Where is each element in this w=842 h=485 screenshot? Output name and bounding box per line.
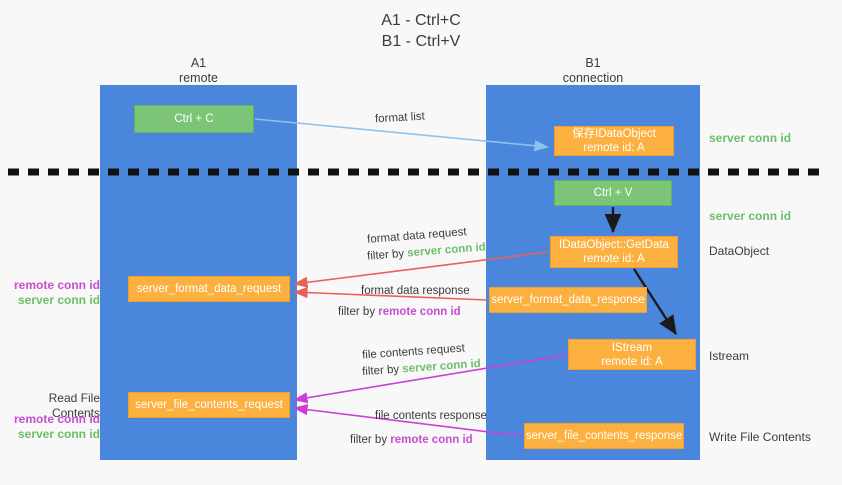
node-ctrl-c[interactable]: Ctrl + C — [134, 105, 254, 133]
label-server-conn-id: server conn id — [17, 427, 100, 441]
node-server-format-data-request[interactable]: server_format_data_request — [128, 276, 290, 302]
filter-key: remote conn id — [390, 434, 473, 446]
label-text: server conn id — [709, 209, 792, 223]
filter-key: remote conn id — [378, 306, 461, 318]
diagram-title: A1 - Ctrl+C B1 - Ctrl+V — [381, 12, 461, 50]
column-header-a1: A1 remote — [179, 56, 218, 85]
label-text: Read File Contents — [48, 391, 100, 420]
filter-key: server conn id — [401, 357, 482, 376]
label-left-conn-ids-bottom: remote conn id server conn id — [8, 412, 100, 442]
label-remote-conn-id: remote conn id — [13, 412, 100, 426]
node-istream[interactable]: IStream remote id: A — [568, 339, 696, 370]
annotation-format-data-response: format data response — [361, 285, 470, 297]
label-remote-conn-id: remote conn id — [13, 278, 100, 292]
annotation-file-contents-response: file contents response — [375, 410, 487, 422]
label-read-file-contents: Read File Contents — [6, 391, 100, 421]
filter-key: server conn id — [406, 241, 487, 260]
node-server-file-contents-response[interactable]: server_file_contents_response — [524, 423, 684, 449]
column-header-b1: B1 connection — [562, 56, 624, 85]
label-text: server conn id — [709, 131, 792, 145]
node-save-idataobject[interactable]: 保存IDataObject remote id: A — [554, 126, 674, 156]
label-dataobject: DataObject — [709, 244, 769, 259]
label-write-file-contents: Write File Contents — [709, 430, 811, 445]
node-server-file-contents-request[interactable]: server_file_contents_request — [128, 392, 290, 418]
node-server-format-data-response[interactable]: server_format_data_response — [489, 287, 647, 313]
label-right-server-conn-id-top: server conn id — [709, 131, 791, 146]
label-left-conn-ids-top: remote conn id server conn id — [8, 278, 100, 308]
node-idataobject-getdata[interactable]: IDataObject::GetData remote id: A — [550, 236, 678, 268]
label-istream: Istream — [709, 349, 749, 364]
annotation-file-contents-response-filter: filter by remote conn id — [350, 432, 473, 448]
node-ctrl-v[interactable]: Ctrl + V — [554, 180, 672, 206]
annotation-format-data-response-filter: filter by remote conn id — [338, 304, 461, 320]
filter-prefix: filter by — [366, 247, 408, 263]
label-text: Write File Contents — [709, 430, 811, 444]
annotation-format-list: format list — [374, 110, 426, 126]
filter-prefix: filter by — [350, 434, 391, 446]
label-right-server-conn-id-mid: server conn id — [709, 209, 791, 224]
label-text: Istream — [709, 349, 750, 363]
filter-prefix: filter by — [338, 306, 379, 318]
label-text: DataObject — [709, 244, 770, 258]
label-server-conn-id: server conn id — [17, 293, 100, 307]
filter-prefix: filter by — [361, 363, 403, 379]
